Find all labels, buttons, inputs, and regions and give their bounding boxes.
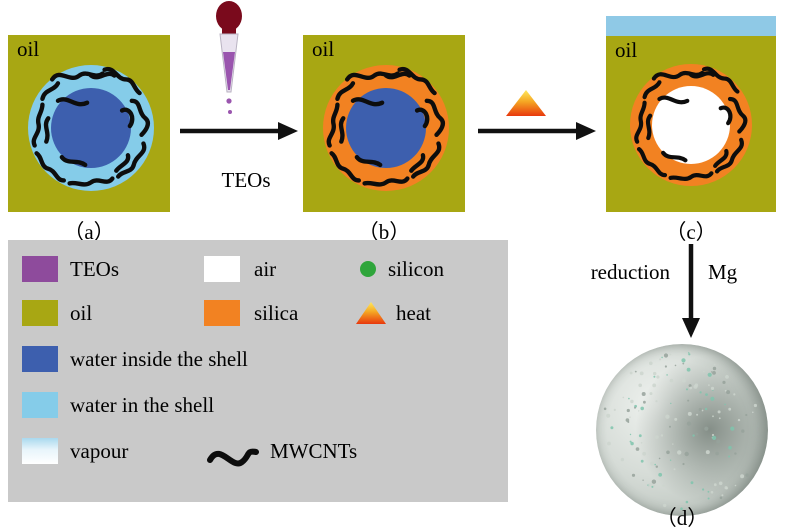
mwcnt-squiggles-icon-a [23,60,159,196]
legend-label-silica: silica [254,301,299,325]
legend-label-oil: oil [70,301,93,325]
panel-a: oil [8,35,170,212]
legend-swatch-water-inside [22,346,58,372]
silicon-sphere-image [596,344,768,516]
legend-label-air: air [254,257,277,281]
vapour-strip [606,16,776,36]
legend-swatch-air [204,256,240,282]
oil-label-c: oil [615,38,638,62]
oil-label-a: oil [17,37,40,61]
oil-area-c: oil [606,36,776,212]
arrow-right-icon-2 [478,122,596,140]
heat-icon-process [506,90,546,116]
legend-mwcnt-icon [207,448,259,467]
legend-label-heat: heat [396,301,431,325]
legend-label-water-in-shell: water in the shell [70,393,215,417]
teos-step-label: TEOs [221,168,271,192]
legend-silicon-dot-icon [360,261,376,277]
panel-c: oil [606,16,776,212]
mg-label: Mg [708,260,738,284]
legend-label-vapour: vapour [70,439,129,463]
legend-swatch-oil [22,300,58,326]
caption-c: （c） [665,220,717,244]
legend-label-water-inside: water inside the shell [70,347,248,371]
legend-swatch-water-in-shell [22,392,58,418]
caption-d: （d） [655,506,709,530]
dropper-icon [216,1,242,114]
mwcnt-squiggles-icon-b [318,60,454,196]
arrow-right-icon-1 [180,122,298,140]
oil-label-b: oil [312,37,335,61]
legend: TEOs air silicon oil silica heat water i… [8,240,508,502]
legend-swatch-teos [22,256,58,282]
legend-label-mwcnts: MWCNTs [270,439,358,463]
legend-heat-icon [356,302,386,324]
silicon-sphere-speckles [603,351,757,510]
legend-label-silicon: silicon [388,257,444,281]
panel-b: oil [303,35,465,212]
reduction-label: reduction [590,260,670,284]
legend-label-teos: TEOs [70,257,119,281]
legend-swatch-vapour [22,438,58,464]
mwcnt-squiggles-icon-c [626,60,756,190]
legend-swatch-silica [204,300,240,326]
arrow-down-icon [682,244,700,338]
